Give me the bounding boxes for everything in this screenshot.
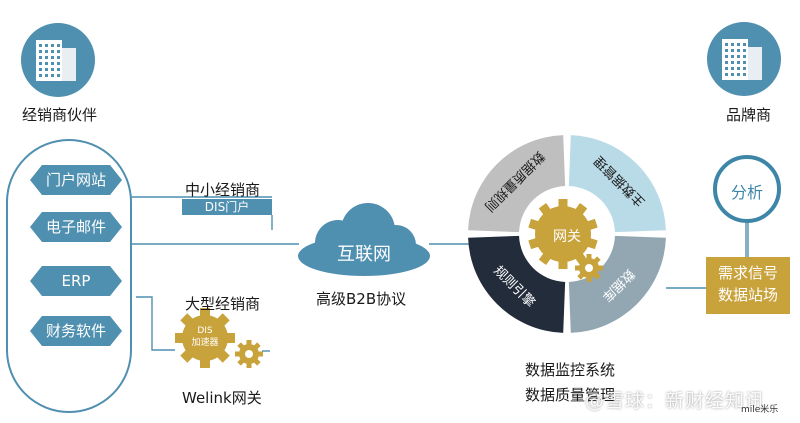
channel-item-finance[interactable]: 财务软件 bbox=[45, 322, 106, 340]
demand-label-line2: 数据站场 bbox=[717, 286, 778, 304]
right-party-label: 品牌商 bbox=[726, 106, 772, 124]
ring-segment-rules-engine bbox=[468, 235, 566, 333]
building-icon-right bbox=[707, 22, 781, 96]
analysis-circle bbox=[713, 155, 781, 223]
cloud-label: 互联网 bbox=[337, 244, 391, 265]
gateway-label: Welink网关 bbox=[182, 389, 262, 407]
channel-item-email[interactable]: 电子邮件 bbox=[45, 218, 106, 236]
building-icon-left bbox=[21, 23, 95, 97]
ring-segment-quality bbox=[468, 135, 566, 233]
data-ring: 数据质量规则主数据管理数据库规则引擎 bbox=[468, 135, 666, 333]
small-gear-icon bbox=[235, 340, 263, 368]
channel-item-portal[interactable]: 门户网站 bbox=[45, 171, 106, 189]
watermark: @雪球：新财经知讯 bbox=[585, 390, 766, 412]
demand-label: 需求信号 数据站场 bbox=[706, 262, 790, 306]
ring-segment-database bbox=[568, 235, 666, 333]
protocol-label: 高级B2B协议 bbox=[316, 290, 407, 308]
gateway-small-gear-icon bbox=[575, 254, 603, 282]
ring-caption-2: 数据质量管理 bbox=[525, 386, 616, 404]
watermark-micro: mile米乐 bbox=[741, 405, 779, 415]
ring-center-label: 网关 bbox=[553, 229, 581, 245]
channel-pill-shapes bbox=[30, 165, 122, 346]
dis-accelerator-label-line1: DIS bbox=[197, 326, 213, 336]
connector-lines bbox=[131, 196, 749, 352]
channel-item-erp[interactable]: ERP bbox=[61, 272, 91, 290]
dis-portal-label: DIS门户 bbox=[204, 200, 250, 214]
small-dealer-label: 中小经销商 bbox=[185, 181, 261, 199]
dis-portal-box bbox=[182, 199, 272, 215]
demand-signal-box bbox=[706, 257, 790, 314]
large-dealer-label: 大型经销商 bbox=[185, 295, 261, 313]
cloud-icon bbox=[298, 203, 430, 276]
ring-caption-1: 数据监控系统 bbox=[525, 361, 616, 379]
dis-accelerator-gear bbox=[175, 308, 235, 368]
ring-segment-master-data bbox=[568, 135, 666, 233]
demand-label-line1: 需求信号 bbox=[717, 264, 778, 282]
dis-accelerator-label-line2: 加速器 bbox=[191, 338, 219, 348]
dis-accelerator-label: DIS 加速器 bbox=[180, 325, 230, 349]
left-party-label: 经销商伙伴 bbox=[22, 106, 98, 124]
analysis-label: 分析 bbox=[730, 183, 763, 202]
